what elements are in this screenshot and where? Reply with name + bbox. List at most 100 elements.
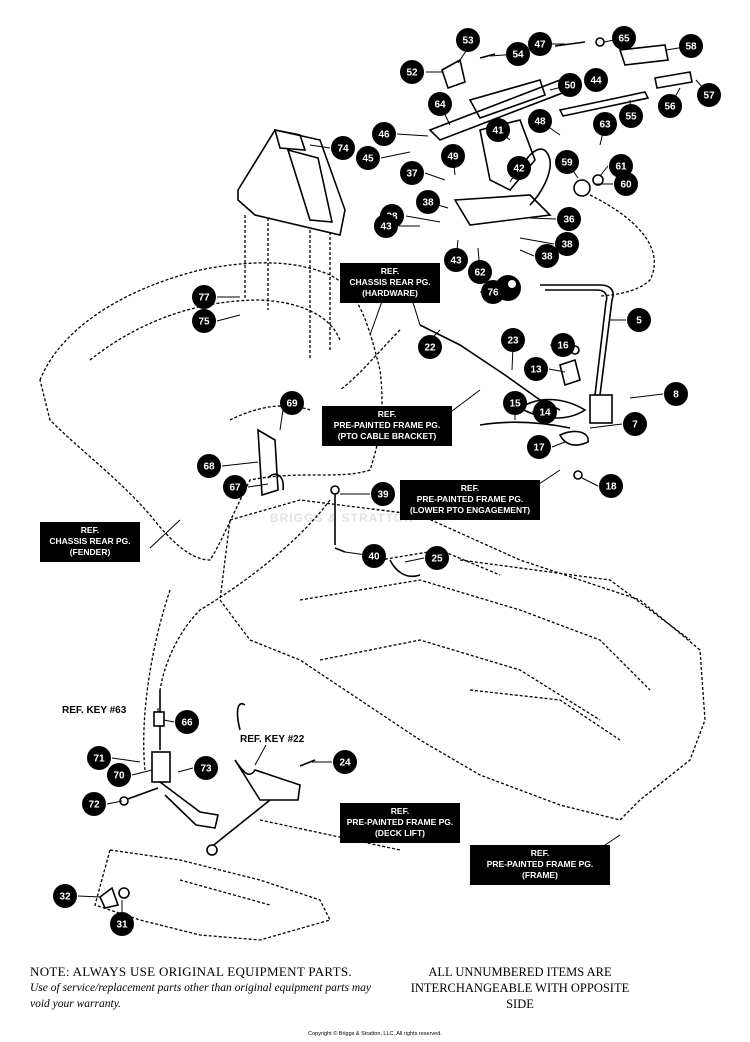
plain-labels: REF. KEY #63 REF. KEY #22 [62,705,305,745]
callout-circle [623,412,647,436]
callout-circle [441,144,465,168]
callout-circle [501,328,525,352]
frame-outline [94,499,706,941]
callout-5: 52 [400,60,424,84]
callout-circle [503,391,527,415]
fender-outline [39,262,383,561]
callout-circle [416,190,440,214]
callout-label: 38 [422,198,434,209]
reference-boxes: REF.CHASSIS REAR PG.(HARDWARE)REF.PRE-PA… [40,263,610,885]
callout-label: 45 [362,154,374,165]
callout-47: 67 [223,475,247,499]
callout-circle [627,308,651,332]
callout-circle [192,285,216,309]
callout-label: 53 [462,36,474,47]
ref-box-line: (LOWER PTO ENGAGEMENT) [410,505,530,515]
callout-label: 65 [618,34,630,45]
callout-circle [697,83,721,107]
callout-14: 41 [486,118,510,142]
callout-circle [356,146,380,170]
ref-box-1: REF.PRE-PAINTED FRAME PG.(PTO CABLE BRAC… [322,406,452,446]
callout-circle [418,335,442,359]
ref-box-5: REF.PRE-PAINTED FRAME PG.(FRAME) [470,845,610,885]
ref-box-line: PRE-PAINTED FRAME PG. [487,859,594,869]
callout-12: 48 [528,109,552,133]
callout-label: 39 [377,490,389,501]
callout-label: 72 [88,800,100,811]
callout-label: 50 [564,81,576,92]
callout-circle [280,391,304,415]
callout-label: 15 [509,399,521,410]
callout-label: 44 [590,76,602,87]
callout-circle [194,756,218,780]
center-bracket [257,428,421,578]
callout-circle [619,104,643,128]
callout-label: 32 [59,892,71,903]
callout-19: 42 [507,156,531,180]
callout-circle [558,73,582,97]
ref-box-line: PRE-PAINTED FRAME PG. [334,420,441,430]
ref-box-line: REF. [531,848,549,858]
callout-label: 23 [507,336,519,347]
ref-box-line: REF. [381,266,399,276]
callout-24: 38 [416,190,440,214]
cable-path [159,194,655,691]
callout-2: 47 [528,32,552,56]
ref-box-line: CHASSIS REAR PG. [349,277,430,287]
callout-38: 16 [551,333,575,357]
callout-23: 60 [614,172,638,196]
callout-circle [374,214,398,238]
callout-58: 32 [53,884,77,908]
callout-label: 59 [561,158,573,169]
callout-label: 38 [561,240,573,251]
ref-box-background [340,803,460,843]
callout-circle [507,156,531,180]
callout-circle [400,60,424,84]
callout-label: 75 [198,317,210,328]
callout-8: 57 [697,83,721,107]
deck-lift [99,690,316,909]
callout-50: 40 [362,544,386,568]
ref-box-line: (PTO CABLE BRACKET) [338,431,437,441]
callout-label: 31 [116,920,128,931]
ref-box-line: CHASSIS REAR PG. [49,536,130,546]
callout-label: 7 [632,420,638,431]
ref-box-0: REF.CHASSIS REAR PG.(HARDWARE) [340,263,440,303]
callout-52: 66 [175,710,199,734]
callout-label: 43 [380,222,392,233]
callout-circle [486,118,510,142]
callout-0: 53 [456,28,480,52]
callout-label: 40 [368,552,380,563]
callout-circle [456,28,480,52]
callout-36: 22 [418,335,442,359]
callout-label: 73 [200,764,212,775]
callout-label: 56 [664,102,676,113]
callout-label: 58 [685,42,697,53]
callout-circle [175,710,199,734]
warranty-note-body: Use of service/replacement parts other t… [30,982,372,1010]
callout-41: 69 [280,391,304,415]
callout-circle [468,260,492,284]
callout-circle [82,792,106,816]
callout-circle [428,92,452,116]
callout-label: 37 [406,169,418,180]
callout-43: 14 [533,400,557,424]
callout-circle [331,136,355,160]
callout-22: 37 [400,161,424,185]
shift-linkage [428,37,693,226]
callout-circle [555,150,579,174]
ref-box-line: (DECK LIFT) [375,828,425,838]
ref-box-background [322,406,452,446]
ref-box-line: REF. [391,806,409,816]
callout-label: 76 [487,288,499,299]
callout-circle [400,161,424,185]
callout-label: 42 [513,164,525,175]
callout-circle [362,544,386,568]
callout-11: 55 [619,104,643,128]
callout-label: 77 [198,293,210,304]
callout-56: 70 [107,763,131,787]
ref-box-line: REF. [378,409,396,419]
callout-13: 63 [593,112,617,136]
callout-circle [533,400,557,424]
